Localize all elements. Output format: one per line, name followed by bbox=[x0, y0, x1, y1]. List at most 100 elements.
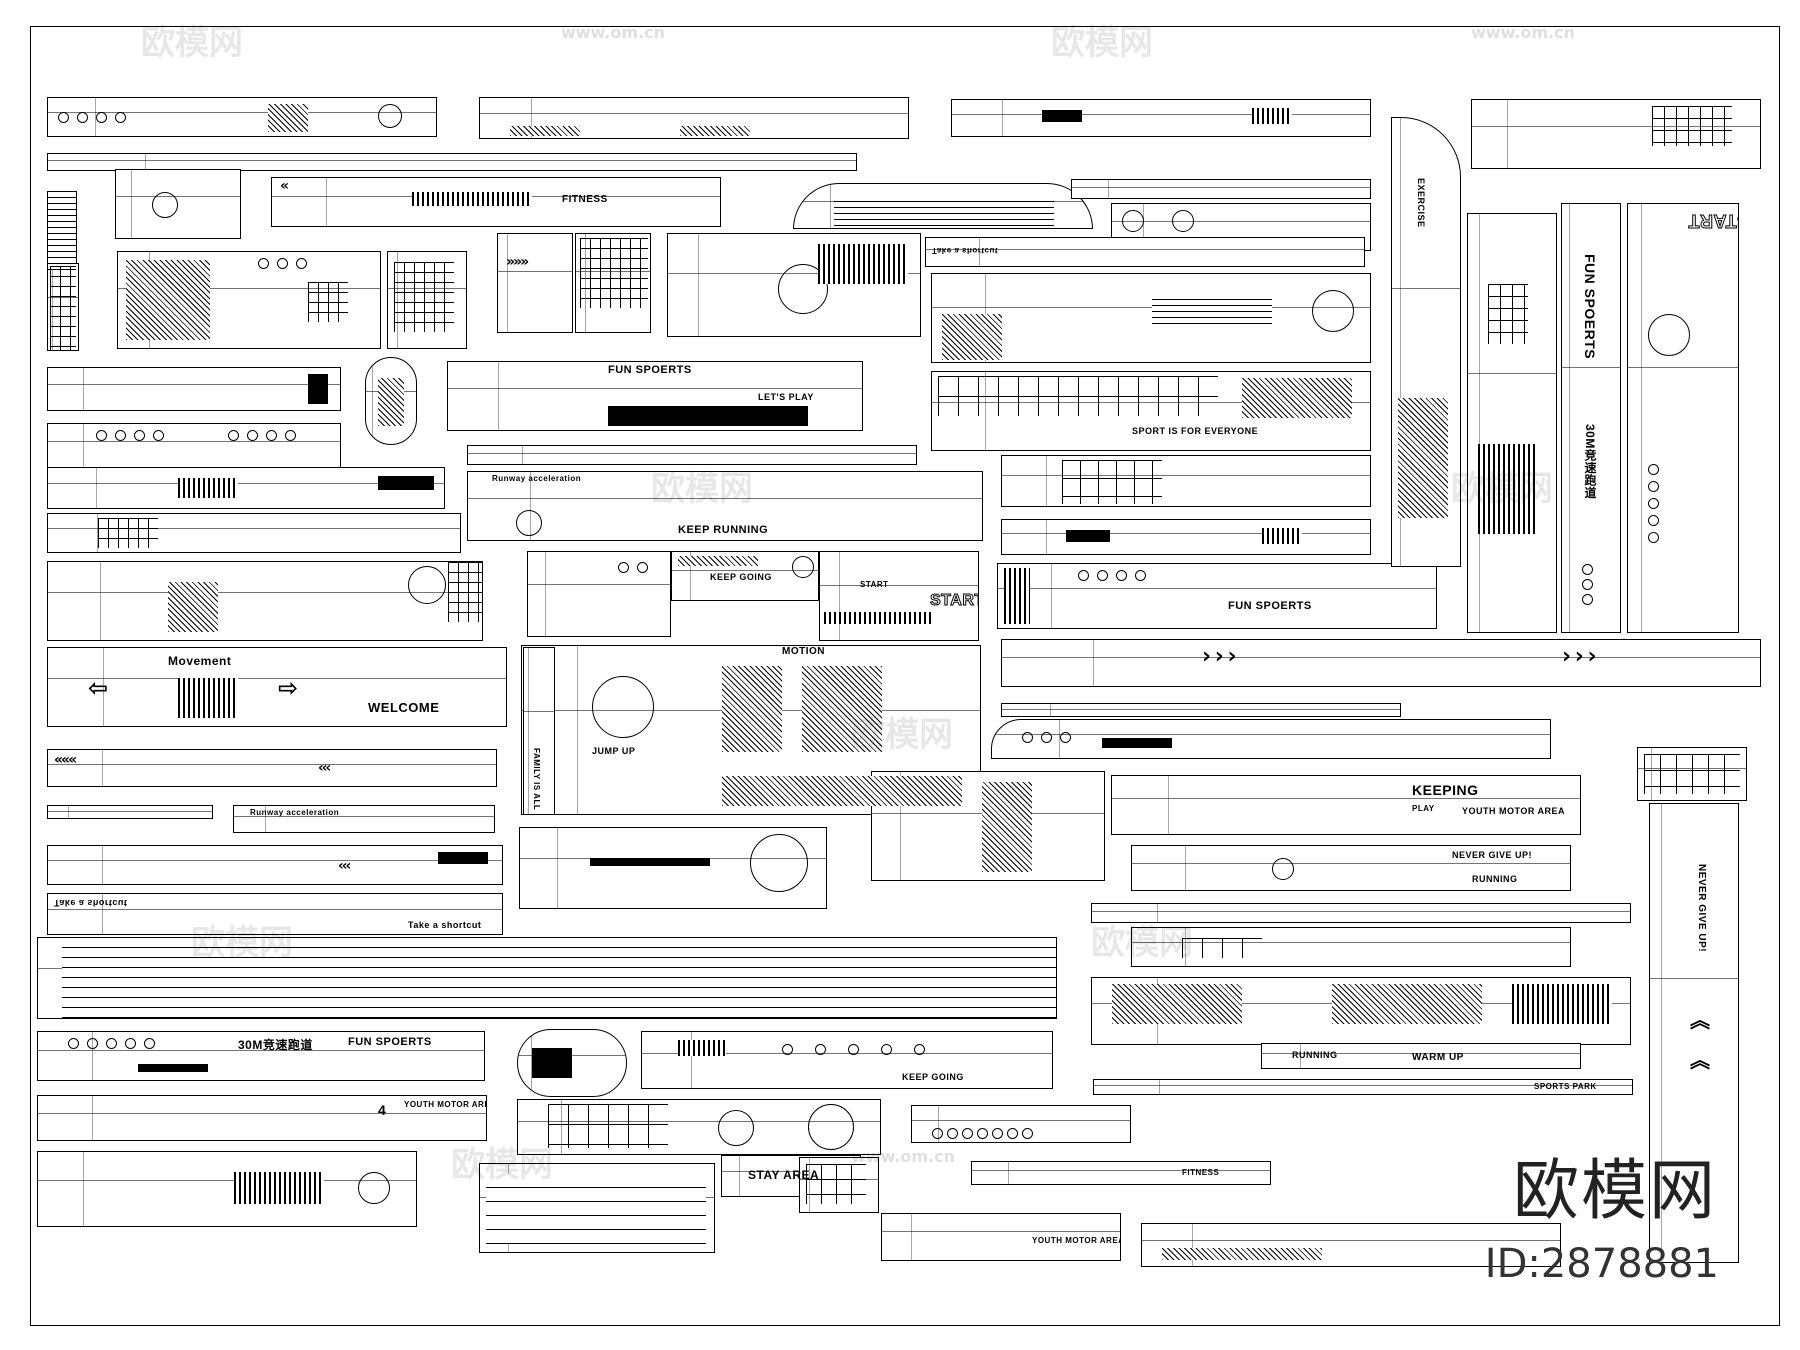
panel-l12 bbox=[47, 561, 483, 641]
panel-l8 bbox=[47, 367, 341, 411]
panel-runway-l: Runway acceleration bbox=[233, 805, 495, 833]
shortcut-label-flipped: Take a shortcut bbox=[54, 898, 128, 908]
panel-v5: NEVER GIVE UP! ︽ ︽ bbox=[1649, 803, 1739, 1263]
panel-lanes bbox=[37, 937, 1057, 1019]
shortcut-label: Take a shortcut bbox=[408, 920, 482, 930]
youth-label-left: YOUTH MOTOR AREA bbox=[404, 1100, 486, 1109]
lets-play-label: LET'S PLAY bbox=[758, 392, 814, 402]
panel-l14 bbox=[47, 805, 213, 819]
family-label: FAMILY IS ALL bbox=[532, 748, 541, 811]
panel-welcome: Movement WELCOME ⇦ ⇨ bbox=[47, 647, 507, 727]
start-label-b: START bbox=[930, 592, 978, 610]
panel-keep-running: Runway acceleration KEEP RUNNING bbox=[467, 471, 983, 541]
four-label: 4 bbox=[378, 1102, 387, 1118]
arrow-chevrons-icon: › › › bbox=[1562, 644, 1597, 669]
panel-c11 bbox=[1131, 927, 1571, 967]
shortcut-label-top: Take a shortcut bbox=[932, 246, 999, 255]
panel-keep-going-2: KEEP GOING bbox=[641, 1031, 1053, 1089]
panel-l1 bbox=[47, 97, 437, 137]
panel-r1 bbox=[1471, 99, 1761, 169]
start-label-a: START bbox=[860, 580, 889, 589]
panel-sport-everyone: SPORT IS FOR EVERYONE bbox=[931, 371, 1371, 451]
panel-c13 bbox=[911, 1105, 1131, 1143]
panel-c2 bbox=[1071, 179, 1371, 199]
panel-l4 bbox=[115, 169, 241, 239]
sports-park-label: SPORTS PARK bbox=[1534, 1082, 1597, 1091]
panel-keep-going: KEEP GOING bbox=[671, 551, 819, 601]
arrow-chevrons-icon: › › › bbox=[1202, 644, 1237, 669]
panel-m9 bbox=[799, 1157, 879, 1213]
panel-c12 bbox=[1091, 977, 1631, 1045]
jump-up-label: JUMP UP bbox=[592, 746, 636, 756]
panel-l5 bbox=[117, 251, 381, 349]
panel-shortcut-l: Take a shortcut Take a shortcut bbox=[47, 893, 503, 935]
watermark-url: www.om.cn bbox=[851, 1147, 956, 1166]
keep-going-label-2: KEEP GOING bbox=[902, 1072, 964, 1082]
panel-family: FAMILY IS ALL bbox=[523, 647, 555, 815]
panel-m1 bbox=[479, 97, 909, 139]
motion-label: MOTION bbox=[782, 646, 825, 657]
watermark-url: www.om.cn bbox=[1471, 23, 1576, 42]
panel-c7 bbox=[1001, 519, 1371, 555]
fun-sports-label-c: FUN SPOERTS bbox=[1228, 600, 1312, 612]
keep-running-label: KEEP RUNNING bbox=[678, 524, 769, 536]
panel-c8 bbox=[1001, 703, 1401, 717]
panel-l10 bbox=[47, 467, 445, 509]
movement-label: Movement bbox=[168, 654, 232, 668]
panel-c15 bbox=[1141, 1223, 1561, 1267]
runway-label: Runway acceleration bbox=[492, 474, 582, 483]
chevron-icon: ︽ bbox=[1690, 1008, 1710, 1032]
welcome-label: WELCOME bbox=[368, 700, 440, 715]
panel-c14: FITNESS bbox=[971, 1161, 1271, 1185]
stay-area-label: STAY AREA bbox=[748, 1168, 820, 1182]
start-label-c: START bbox=[1688, 211, 1739, 232]
panel-shortcut-top: Take a shortcut bbox=[925, 237, 1365, 267]
panel-start-ruler: START START bbox=[819, 551, 979, 641]
panel-l9 bbox=[47, 423, 341, 471]
panel-l6 bbox=[387, 251, 467, 349]
panel-c9 bbox=[991, 719, 1551, 759]
panel-l15: ‹‹‹ bbox=[47, 845, 503, 885]
play-label: PLAY bbox=[1412, 804, 1435, 813]
chevron-icon: « bbox=[280, 178, 289, 194]
running-label-a: RUNNING bbox=[1472, 874, 1518, 884]
sport-everyone-label: SPORT IS FOR EVERYONE bbox=[1132, 426, 1259, 436]
dash-30m-label-v: 30M竞速跑道 bbox=[1583, 424, 1597, 499]
panel-oval-track bbox=[365, 357, 417, 445]
watermark-logo-large: 欧模网 bbox=[1513, 1152, 1717, 1229]
panel-running-mid: NEVER GIVE UP! RUNNING bbox=[1131, 845, 1571, 891]
panel-c10 bbox=[1091, 903, 1631, 923]
panel-m5 bbox=[467, 445, 917, 465]
panel-m8 bbox=[479, 1163, 715, 1253]
never-give-up-label-a: NEVER GIVE UP! bbox=[1452, 850, 1533, 860]
youth-label-bottom: YOUTH MOTOR AREA bbox=[1032, 1236, 1121, 1245]
panel-v3: FUN SPOERTS 30M竞速跑道 bbox=[1561, 203, 1621, 633]
panel-youth-l: YOUTH MOTOR AREA 4 bbox=[37, 1095, 487, 1141]
panel-l11 bbox=[47, 513, 461, 553]
fun-sports-label-v: FUN SPOERTS bbox=[1582, 254, 1598, 360]
panel-l16 bbox=[37, 1151, 417, 1227]
dash-30m-label: 30M竞速跑道 bbox=[238, 1038, 313, 1052]
panel-c1 bbox=[951, 99, 1371, 137]
panel-m3 bbox=[575, 233, 651, 333]
panel-c6 bbox=[1001, 455, 1371, 507]
panel-30m: 30M竞速跑道 FUN SPOERTS bbox=[37, 1031, 485, 1081]
panel-m7 bbox=[519, 827, 827, 909]
running-label-b: RUNNING bbox=[1292, 1050, 1338, 1060]
panel-arrows: › › › › › › bbox=[1001, 639, 1761, 687]
panel-m4: FUN SPOERTS LET'S PLAY bbox=[447, 361, 863, 431]
panel-oval-track-2 bbox=[517, 1029, 627, 1097]
panel-m6 bbox=[527, 551, 671, 637]
chevron-icon: ︽ bbox=[1690, 1048, 1710, 1072]
chevron-icon: »»» bbox=[506, 254, 529, 270]
panel-r2 bbox=[1637, 747, 1747, 801]
panel-arch bbox=[793, 183, 1093, 229]
panel-v4: START bbox=[1627, 203, 1739, 633]
panel-v1: EXERCISE bbox=[1391, 117, 1461, 567]
watermark-brand: 欧模网 bbox=[1051, 23, 1153, 63]
never-give-up-label-b: NEVER GIVE UP! bbox=[1696, 864, 1707, 953]
keeping-label: KEEPING bbox=[1412, 782, 1479, 798]
watermark-id: ID:2878881 bbox=[1484, 1241, 1719, 1287]
panel-m2: »»» bbox=[497, 233, 573, 333]
exercise-label: EXERCISE bbox=[1416, 178, 1426, 228]
